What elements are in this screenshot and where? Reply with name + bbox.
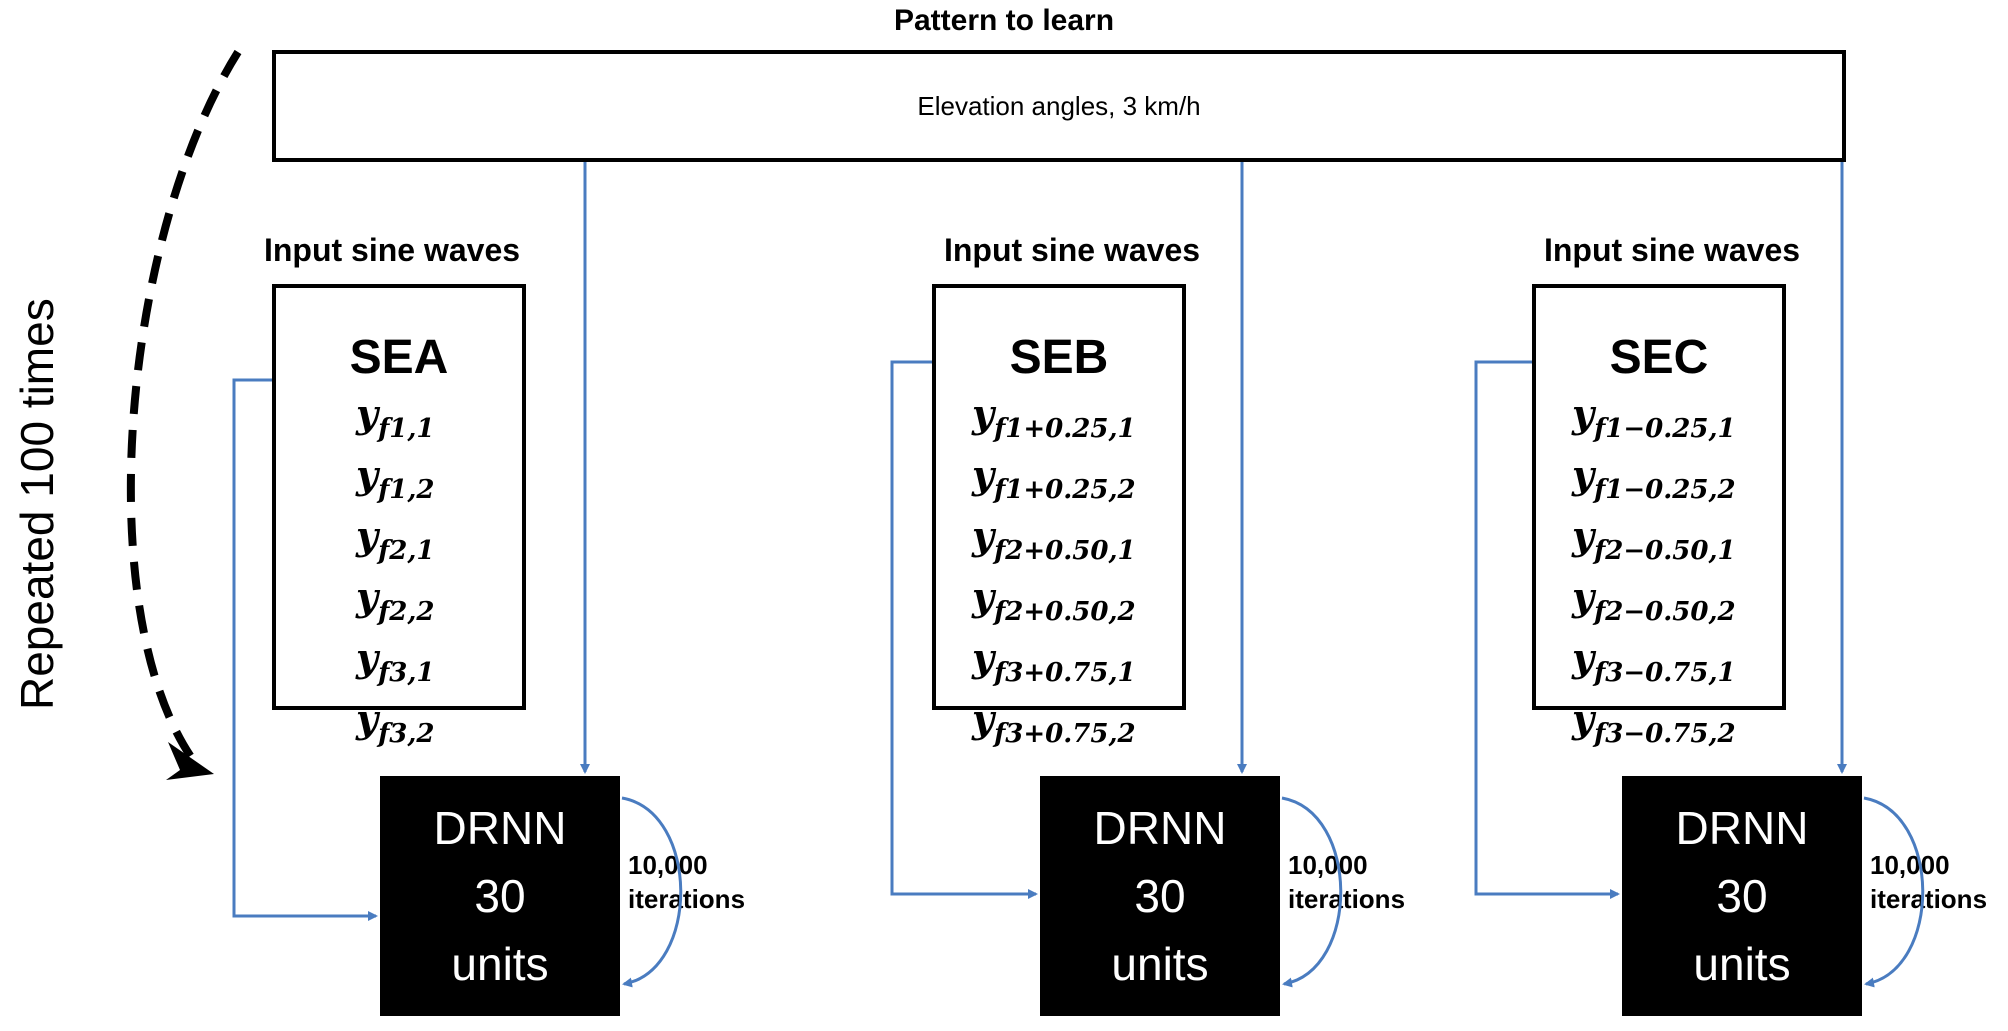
set-name-c: SEC <box>1609 331 1709 384</box>
input-to-drnn-arrow-c <box>1474 360 1620 899</box>
drnn-box-a: DRNN 30 units <box>380 776 620 1016</box>
sine-wave-term: yf3+0.75,2 <box>972 696 1136 749</box>
sine-wave-term: yf2,2 <box>356 574 435 627</box>
repeat-arrow-head <box>166 742 214 780</box>
iterations-word-b: iterations <box>1288 884 1406 914</box>
sine-wave-term: yf1,2 <box>356 452 435 505</box>
drnn-label-c: DRNN <box>1675 802 1809 854</box>
drnn-box-c: DRNN 30 units <box>1622 776 1862 1016</box>
set-name-a: SEA <box>349 331 449 384</box>
sine-wave-term: yf3−0.75,1 <box>1572 635 1736 688</box>
iterations-count-a: 10,000 <box>628 850 708 880</box>
repeat-dashed-arrow <box>126 49 242 767</box>
sine-wave-term: yf3+0.75,1 <box>972 635 1136 688</box>
sine-wave-term: yf3,2 <box>356 696 435 749</box>
sine-wave-term: yf1−0.25,2 <box>1572 452 1736 505</box>
input-set-box-c: SEC yf1−0.25,1 yf1−0.25,2 yf2−0.50,1 yf2−0.… <box>1532 284 1786 749</box>
pattern-box: Elevation angles, 3 km/h <box>272 50 1846 162</box>
sine-wave-term: yf1+0.25,1 <box>972 391 1136 444</box>
sine-wave-term: yf2+0.50,1 <box>972 513 1136 566</box>
drnn-units-label-c: units <box>1693 938 1791 990</box>
diagram-title: Pattern to learn <box>893 4 1115 37</box>
sine-wave-term: yf3−0.75,2 <box>1572 696 1736 749</box>
drnn-units-label-b: units <box>1111 938 1209 990</box>
iterations-label-b: 10,000 iterations <box>1288 848 1405 916</box>
set-name-b: SEB <box>1009 331 1109 384</box>
drnn-label-b: DRNN <box>1093 802 1227 854</box>
term-list-a: yf1,1 yf1,2 yf2,1 yf2,2 yf3,1 yf3,2 <box>276 391 522 757</box>
drnn-units-count-b: 30 <box>1134 870 1186 922</box>
sine-wave-term: yf2,1 <box>356 513 435 566</box>
drnn-units-count-a: 30 <box>474 870 526 922</box>
iterations-count-b: 10,000 <box>1288 850 1368 880</box>
sine-wave-term: yf1+0.25,2 <box>972 452 1136 505</box>
iterations-count-c: 10,000 <box>1870 850 1950 880</box>
input-to-drnn-arrow-b <box>890 360 1038 899</box>
section-label-b: Input sine waves <box>943 232 1201 268</box>
iteration-loop-arrow-b <box>1281 796 1343 988</box>
drnn-box-b: DRNN 30 units <box>1040 776 1280 1016</box>
input-set-box-b: SEB yf1+0.25,1 yf1+0.25,2 yf2+0.50,1 yf2+0.… <box>932 284 1186 749</box>
sine-wave-term: yf2−0.50,1 <box>1572 513 1736 566</box>
iteration-loop-arrow-a <box>621 796 683 988</box>
term-list-b: yf1+0.25,1 yf1+0.25,2 yf2+0.50,1 yf2+0.50,2… <box>936 391 1182 757</box>
drnn-units-count-c: 30 <box>1716 870 1768 922</box>
sine-wave-term: yf1,1 <box>356 391 435 444</box>
iterations-word-a: iterations <box>628 884 746 914</box>
drnn-units-label-a: units <box>451 938 549 990</box>
input-to-drnn-arrow-a <box>232 378 378 921</box>
iterations-label-a: 10,000 iterations <box>628 848 745 916</box>
sine-wave-term: yf2−0.50,2 <box>1572 574 1736 627</box>
sine-wave-term: yf3,1 <box>356 635 435 688</box>
iterations-label-c: 10,000 iterations <box>1870 848 1987 916</box>
term-list-c: yf1−0.25,1 yf1−0.25,2 yf2−0.50,1 yf2−0.50,2… <box>1536 391 1782 757</box>
iterations-word-c: iterations <box>1870 884 1988 914</box>
section-label-c: Input sine waves <box>1543 232 1801 268</box>
drnn-label-a: DRNN <box>433 802 567 854</box>
sine-wave-term: yf1−0.25,1 <box>1572 391 1736 444</box>
section-label-a: Input sine waves <box>263 232 521 268</box>
iteration-loop-arrow-c <box>1863 796 1925 988</box>
sine-wave-term: yf2+0.50,2 <box>972 574 1136 627</box>
input-set-box-a: SEA yf1,1 yf1,2 yf2,1 yf2,2 yf3,1 yf3,2 <box>272 284 526 749</box>
pattern-box-text: Elevation angles, 3 km/h <box>917 90 1201 121</box>
